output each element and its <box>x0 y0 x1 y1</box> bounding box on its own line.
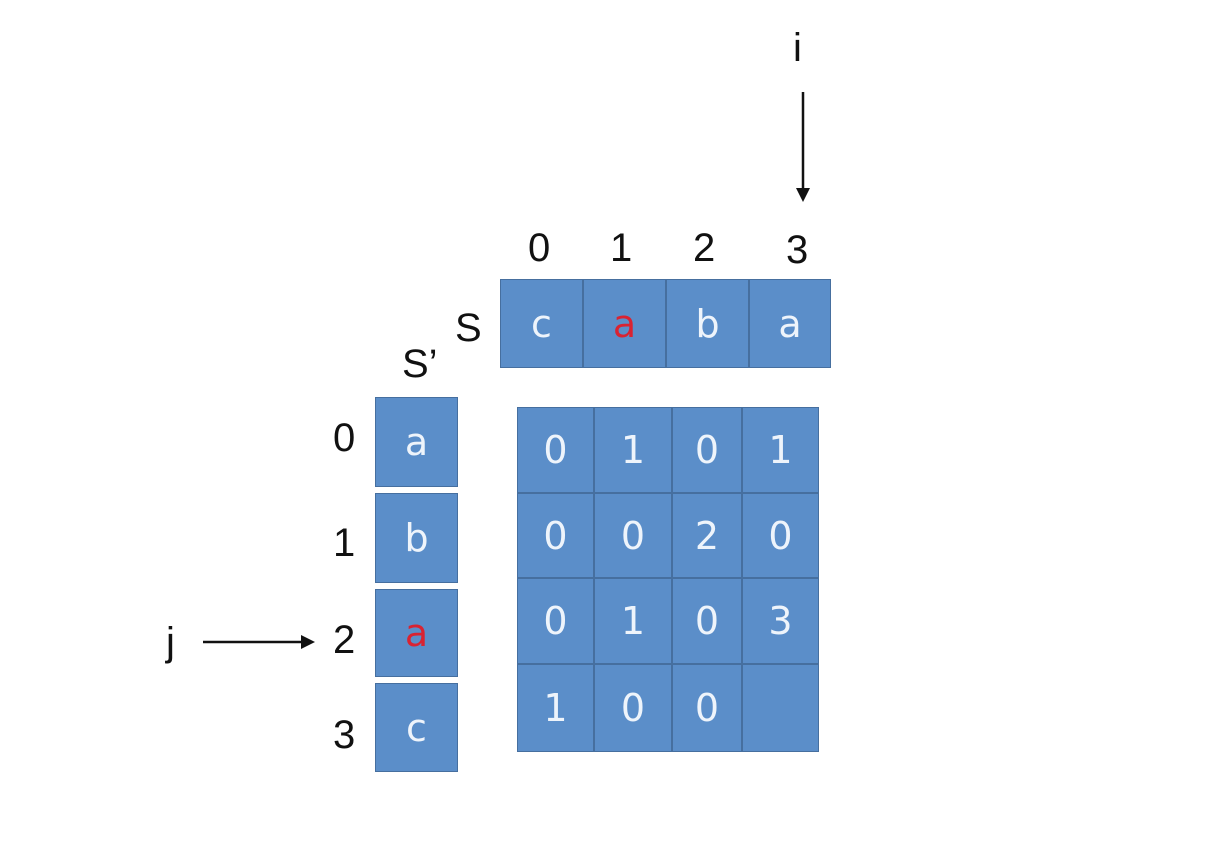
column-index: 0 <box>528 226 551 270</box>
s-prime-cell: b <box>375 493 458 583</box>
pointer-i-label: i <box>793 26 802 70</box>
matrix-cell: 0 <box>742 493 819 578</box>
matrix-cell: 0 <box>517 578 594 664</box>
s-prime-label: S’ <box>402 342 438 386</box>
s-prime-cell: c <box>375 683 458 772</box>
matrix-cell: 0 <box>672 664 742 752</box>
matrix-cell: 1 <box>594 578 672 664</box>
s-cell: a <box>749 279 831 368</box>
s-label: S <box>455 306 482 350</box>
matrix-cell: 0 <box>517 493 594 578</box>
matrix-cell: 1 <box>517 664 594 752</box>
s-cell: c <box>500 279 583 368</box>
row-index: 3 <box>333 713 356 757</box>
column-index: 2 <box>693 226 716 270</box>
column-index: 1 <box>610 226 633 270</box>
matrix-cell-empty <box>742 664 819 752</box>
row-index: 1 <box>333 521 356 565</box>
matrix-cell: 0 <box>594 664 672 752</box>
matrix-cell: 1 <box>594 407 672 493</box>
pointer-j-label: j <box>166 620 175 664</box>
matrix-cell: 0 <box>517 407 594 493</box>
s-cell-highlighted: a <box>583 279 666 368</box>
matrix-cell: 3 <box>742 578 819 664</box>
right-arrow-icon <box>203 635 315 649</box>
s-cell: b <box>666 279 749 368</box>
column-index: 3 <box>786 228 809 272</box>
s-prime-cell: a <box>375 397 458 487</box>
matrix-cell: 0 <box>672 407 742 493</box>
row-index: 0 <box>333 416 356 460</box>
matrix-cell: 0 <box>594 493 672 578</box>
matrix-cell: 0 <box>672 578 742 664</box>
matrix-cell: 1 <box>742 407 819 493</box>
row-index: 2 <box>333 618 356 662</box>
down-arrow-icon <box>796 92 810 202</box>
s-prime-cell-highlighted: a <box>375 589 458 677</box>
matrix-cell: 2 <box>672 493 742 578</box>
